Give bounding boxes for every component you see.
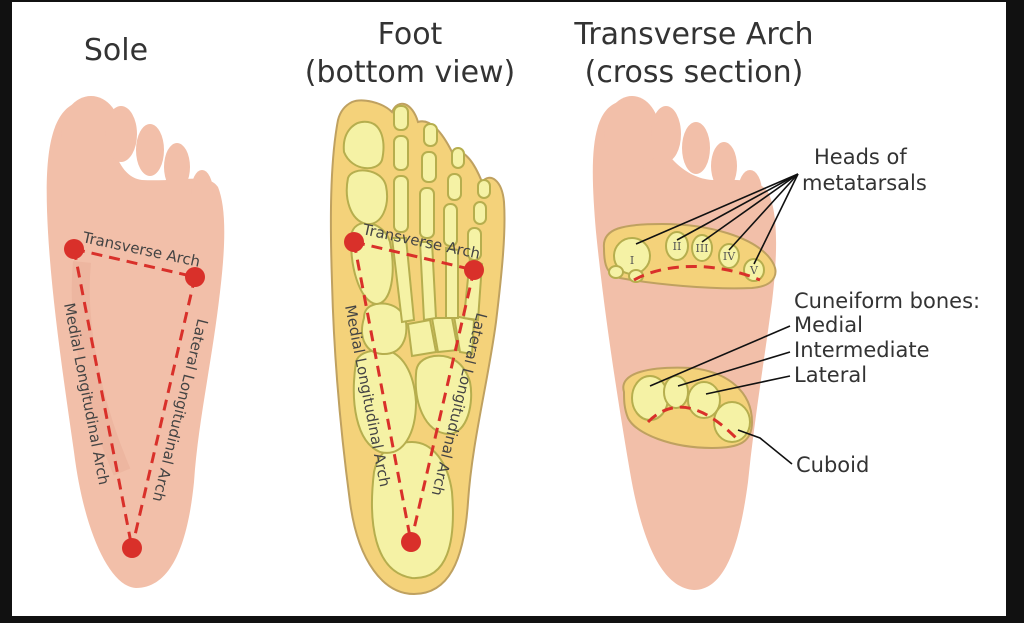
heads-label-line1: Heads of (814, 145, 907, 169)
foot-transverse-line (353, 240, 475, 272)
metatarsal-head-2 (665, 231, 689, 261)
sole-medial-line (72, 248, 134, 549)
foot-bones (342, 105, 491, 580)
toe-5-middle (473, 201, 487, 225)
sole-arch-lines (64, 239, 205, 558)
cuneiform-lateral-label: Lateral (794, 363, 867, 387)
metatarsal-3 (418, 241, 438, 322)
metatarsal-head-3 (691, 234, 713, 262)
sole-lateral-point (185, 267, 205, 287)
cuboid (713, 401, 751, 443)
numeral-3: III (695, 242, 708, 255)
toe-2-proximal (393, 175, 409, 233)
sole-title: Sole (84, 33, 148, 68)
cross-foot-shape (592, 96, 777, 590)
metatarsal-arch-line (633, 265, 761, 282)
metatarsal-2 (390, 237, 416, 324)
sole-heel-point (122, 538, 142, 558)
toe-4-middle (447, 173, 462, 201)
hallux-distal-phalanx (342, 120, 385, 170)
medial-cuneiform-bone (406, 318, 438, 358)
numeral-5: V (749, 264, 759, 277)
toe-2-distal (393, 105, 409, 131)
cuneiform-title: Cuneiform bones: (794, 289, 980, 313)
numeral-2: II (673, 240, 682, 253)
sole-transverse-line (73, 247, 196, 279)
cuboid-label: Cuboid (796, 453, 869, 477)
toe-4-proximal (443, 203, 458, 247)
sesamoid-1 (608, 265, 624, 279)
cross-title-line2: (cross section) (585, 55, 804, 90)
medial-cuneiform (631, 375, 669, 421)
foot-arches-diagram: Sole Transverse Arch Medial Longitudinal… (46, 17, 980, 596)
sole-lateral-line (130, 276, 197, 549)
foot-title-line1: Foot (378, 17, 443, 52)
diagram-canvas: Sole Transverse Arch Medial Longitudinal… (12, 2, 1006, 616)
toe-3-proximal (419, 187, 435, 239)
numeral-4: IV (723, 250, 736, 263)
cuboid-bone (414, 354, 473, 436)
sole-medial-point (64, 239, 84, 259)
heads-label-line2: metatarsals (802, 171, 927, 195)
cuneiform-arch-line (646, 405, 742, 444)
cuneiform-section (622, 366, 754, 450)
sole-panel: Sole Transverse Arch Medial Longitudinal… (46, 33, 225, 588)
cross-title-line1: Transverse Arch (573, 17, 813, 52)
foot-arch-lines (344, 232, 484, 552)
foot-medial-line (352, 241, 413, 543)
cuneiform-leaders (649, 325, 793, 465)
toe-2-middle (393, 135, 409, 171)
metatarsal-leaders (635, 173, 799, 265)
numeral-1: I (630, 254, 634, 267)
toe-4-distal (451, 147, 465, 169)
cuneiform-medial-label: Medial (794, 313, 863, 337)
metatarsal-4 (445, 246, 459, 319)
toe-3-distal (423, 123, 438, 147)
toe-5-proximal (467, 227, 482, 261)
foot-medial-point (344, 232, 364, 252)
foot-lateral-point (464, 260, 484, 280)
lateral-cuneiform (687, 381, 721, 419)
foot-title-line2: (bottom view) (305, 55, 516, 90)
metatarsal-head-4 (718, 243, 740, 269)
foot-panel: Foot (bottom view) (305, 17, 516, 596)
toe-5-distal (477, 179, 491, 199)
intermediate-cuneiform (663, 375, 689, 409)
cross-section-panel: Transverse Arch (cross section) I II III… (573, 17, 980, 590)
foot-lateral-line (409, 269, 476, 543)
cuneiform-intermediate-label: Intermediate (794, 338, 930, 362)
foot-heel-point (401, 532, 421, 552)
hallux-proximal-phalanx (345, 169, 388, 226)
toe-3-middle (421, 151, 437, 183)
